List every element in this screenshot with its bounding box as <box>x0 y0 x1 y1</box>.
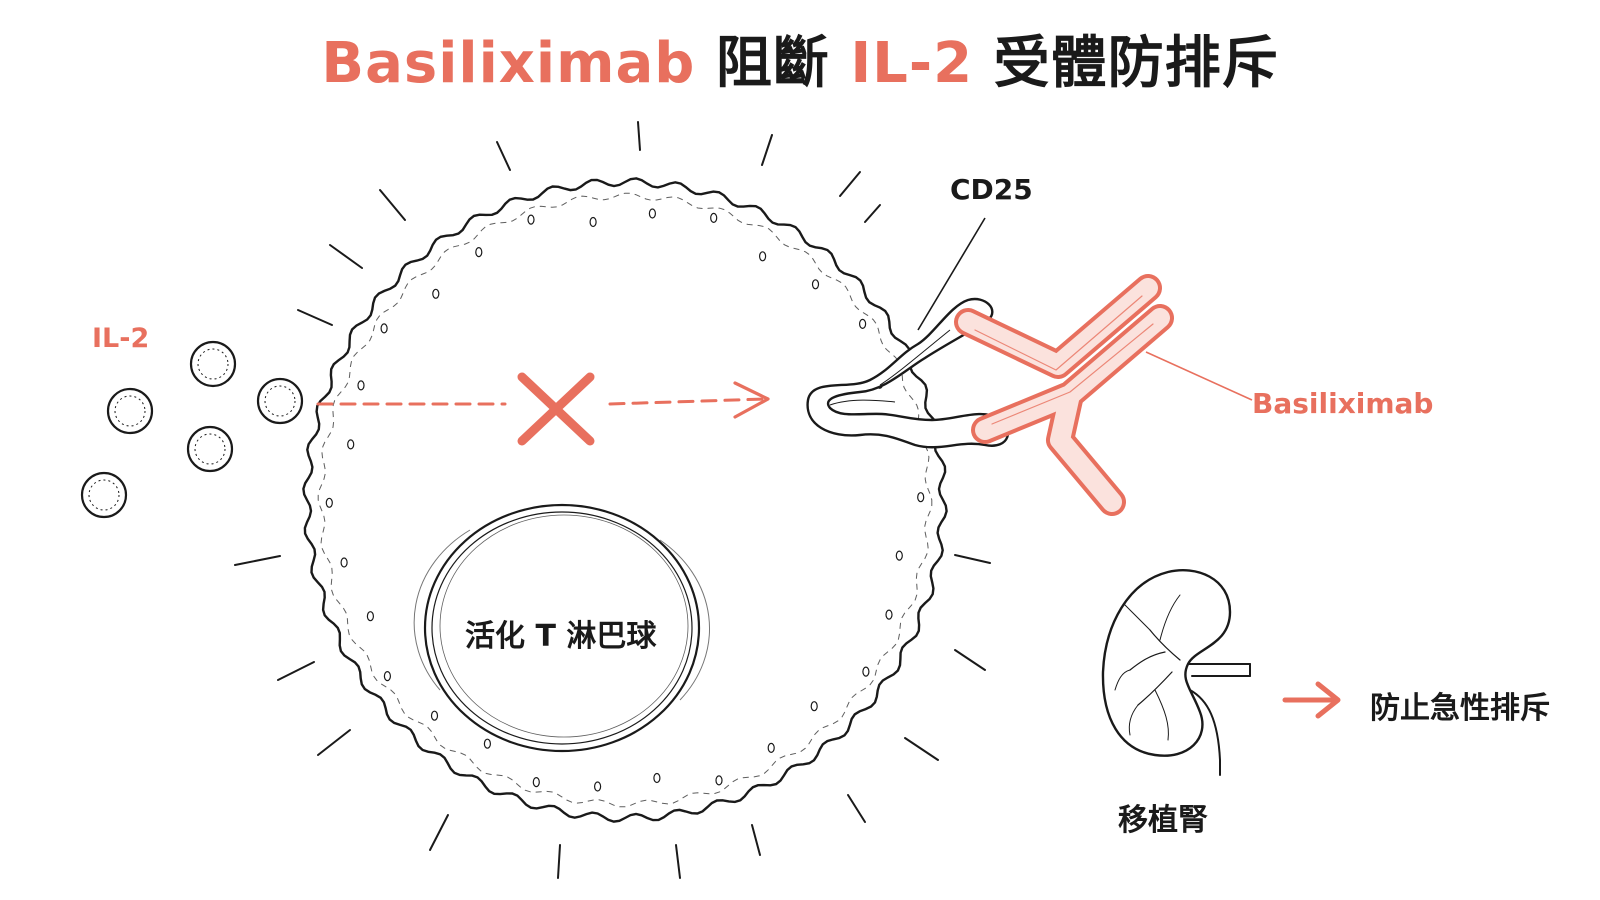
nucleus <box>413 503 710 753</box>
blocked-pathway <box>316 372 770 446</box>
membrane-speck <box>380 323 388 334</box>
title-receptor: 受體防排斥 <box>993 31 1279 96</box>
membrane-speck <box>858 318 867 329</box>
title-drug: Basiliximab <box>321 31 696 96</box>
il2-label: IL-2 <box>92 323 150 354</box>
title-cytokine: IL-2 <box>850 31 974 96</box>
membrane-speck <box>811 279 820 290</box>
membrane-speck <box>710 212 718 223</box>
membrane-speck <box>432 288 440 299</box>
il2-molecule <box>189 340 237 388</box>
membrane-speck <box>589 216 597 228</box>
membrane-speck <box>527 214 535 225</box>
kidney-icon <box>1101 569 1251 776</box>
membrane-speck <box>347 439 355 450</box>
membrane-speck <box>593 781 602 792</box>
membrane-speck <box>758 251 767 262</box>
il2-molecule <box>186 425 234 473</box>
membrane-speck <box>810 701 818 712</box>
membrane-speck <box>767 742 775 754</box>
il2-molecule <box>80 471 128 519</box>
membrane-speck <box>862 666 870 677</box>
basiliximab-antibody <box>954 274 1174 516</box>
membrane-speck <box>383 670 391 682</box>
membrane-speck <box>895 550 903 561</box>
activation-rays <box>234 121 991 879</box>
membrane-speck <box>885 609 893 620</box>
il2-molecule <box>106 387 154 435</box>
t-cell <box>302 177 948 823</box>
membrane-speck <box>475 247 483 258</box>
membrane-speck <box>340 557 348 568</box>
membrane-speck <box>917 492 925 503</box>
diagram-title: Basiliximab 阻斷 IL-2 受體防排斥 <box>0 18 1600 99</box>
il2-molecule <box>256 377 304 425</box>
outcome-arrow <box>1282 681 1341 719</box>
il2-molecules <box>80 340 304 519</box>
membrane-speck <box>357 380 365 391</box>
leader-lines <box>917 217 1253 401</box>
membrane-speck <box>715 775 723 786</box>
kidney-label: 移植腎 <box>1118 803 1208 838</box>
membrane-speck <box>430 710 439 721</box>
membrane-speck <box>483 738 491 749</box>
membrane-speck <box>325 497 333 508</box>
membrane-speck <box>532 776 540 788</box>
t-cell-label: 活化 T 淋巴球 <box>465 619 657 654</box>
title-block: 阻斷 <box>715 31 830 96</box>
cd25-label: CD25 <box>950 173 1033 206</box>
membrane-speck <box>648 208 657 219</box>
basiliximab-label: Basiliximab <box>1252 387 1434 420</box>
block-x-icon <box>517 372 595 446</box>
outcome-label: 防止急性排斥 <box>1370 691 1550 726</box>
membrane-speck <box>653 772 661 784</box>
membrane-speck <box>366 611 374 622</box>
